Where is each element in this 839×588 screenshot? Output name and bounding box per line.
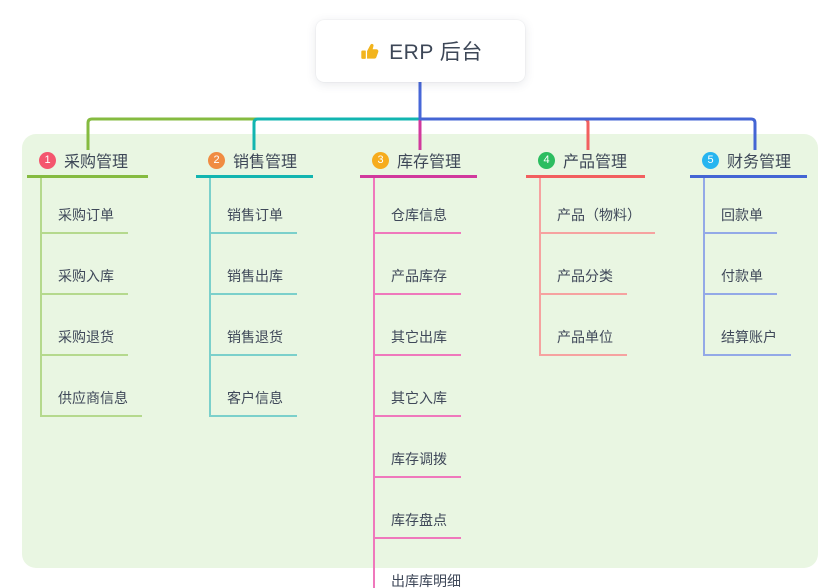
branch-product-heading[interactable]: 4 产品管理 bbox=[526, 145, 645, 178]
mindmap-node[interactable]: 其它出库 bbox=[375, 295, 461, 356]
mindmap-node[interactable]: 采购入库 bbox=[42, 234, 128, 295]
branch-title: 销售管理 bbox=[233, 154, 298, 171]
branch-purchase-children: 采购订单 采购入库 采购退货 供应商信息 bbox=[40, 178, 148, 417]
branch-product-children: 产品（物料） 产品分类 产品单位 bbox=[539, 178, 655, 356]
branch-title: 库存管理 bbox=[397, 154, 462, 171]
mindmap-node[interactable]: 采购退货 bbox=[42, 295, 128, 356]
mindmap-node[interactable]: 结算账户 bbox=[705, 295, 791, 356]
branch-sales: 2 销售管理 销售订单 销售出库 销售退货 客户信息 bbox=[196, 145, 313, 417]
branch-title: 财务管理 bbox=[727, 154, 792, 171]
badge-2: 2 bbox=[208, 151, 225, 169]
mindmap-node[interactable]: 采购订单 bbox=[42, 178, 128, 234]
badge-3: 3 bbox=[372, 151, 389, 169]
mindmap-node[interactable]: 回款单 bbox=[705, 178, 777, 234]
branch-inventory-heading[interactable]: 3 库存管理 bbox=[360, 145, 477, 178]
mindmap-node[interactable]: 付款单 bbox=[705, 234, 777, 295]
thumbs-up-icon bbox=[361, 43, 379, 59]
mindmap-node[interactable]: 产品（物料） bbox=[541, 178, 655, 234]
root-node[interactable]: ERP 后台 bbox=[316, 20, 525, 82]
root-title: ERP 后台 bbox=[389, 41, 483, 64]
mindmap-node[interactable]: 产品单位 bbox=[541, 295, 627, 356]
mindmap-node[interactable]: 仓库信息 bbox=[375, 178, 461, 234]
mindmap-node[interactable]: 销售订单 bbox=[211, 178, 297, 234]
mindmap-node[interactable]: 销售退货 bbox=[211, 295, 297, 356]
mindmap-node[interactable]: 产品库存 bbox=[375, 234, 461, 295]
mindmap-node[interactable]: 库存调拨 bbox=[375, 417, 461, 478]
branch-finance-children: 回款单 付款单 结算账户 bbox=[703, 178, 807, 356]
branch-purchase: 1 采购管理 采购订单 采购入库 采购退货 供应商信息 bbox=[27, 145, 148, 417]
branch-inventory-children: 仓库信息 产品库存 其它出库 其它入库 库存调拨 库存盘点 出库库明细 bbox=[373, 178, 477, 588]
branch-title: 产品管理 bbox=[563, 154, 628, 171]
branch-sales-children: 销售订单 销售出库 销售退货 客户信息 bbox=[209, 178, 313, 417]
mindmap-node[interactable]: 产品分类 bbox=[541, 234, 627, 295]
badge-4: 4 bbox=[538, 151, 555, 169]
branch-purchase-heading[interactable]: 1 采购管理 bbox=[27, 145, 148, 178]
mindmap-node[interactable]: 其它入库 bbox=[375, 356, 461, 417]
branch-sales-heading[interactable]: 2 销售管理 bbox=[196, 145, 313, 178]
branch-inventory: 3 库存管理 仓库信息 产品库存 其它出库 其它入库 库存调拨 库存盘点 出库库… bbox=[360, 145, 477, 588]
mindmap-node[interactable]: 库存盘点 bbox=[375, 478, 461, 539]
branch-product: 4 产品管理 产品（物料） 产品分类 产品单位 bbox=[526, 145, 655, 356]
branch-finance: 5 财务管理 回款单 付款单 结算账户 bbox=[690, 145, 807, 356]
mindmap-node[interactable]: 客户信息 bbox=[211, 356, 297, 417]
branch-title: 采购管理 bbox=[64, 154, 129, 171]
branch-finance-heading[interactable]: 5 财务管理 bbox=[690, 145, 807, 178]
badge-1: 1 bbox=[39, 151, 56, 169]
mindmap-node[interactable]: 销售出库 bbox=[211, 234, 297, 295]
mindmap-node[interactable]: 出库库明细 bbox=[375, 539, 475, 588]
mindmap-node[interactable]: 供应商信息 bbox=[42, 356, 142, 417]
badge-5: 5 bbox=[702, 151, 719, 169]
branches-background-panel bbox=[22, 134, 818, 568]
